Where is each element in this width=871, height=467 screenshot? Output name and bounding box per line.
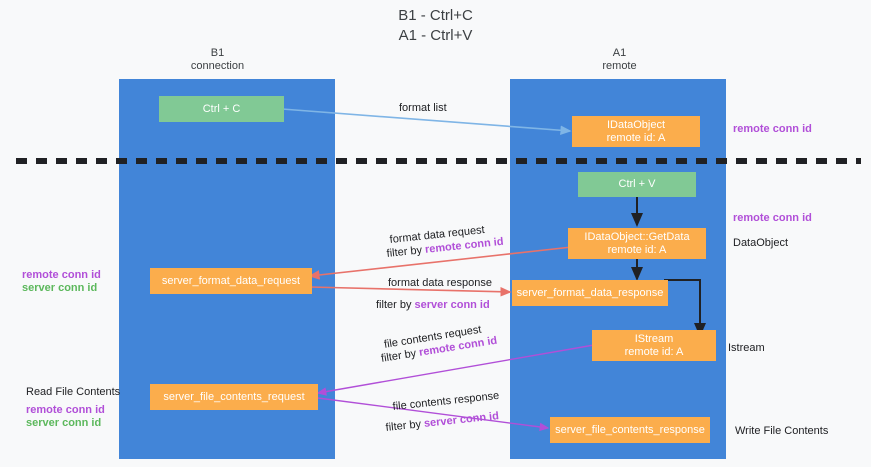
edge-label-format-list-text: format list [399,102,447,114]
edge-label-format-list: format list [399,101,447,115]
lane-a1-subtitle: remote [602,60,637,72]
title-line-1: B1 - Ctrl+C [398,7,473,24]
lane-b1-title: B1 [210,47,225,59]
node-server-file-contents-request[interactable]: server_file_contents_request [150,384,318,410]
legend-remote-conn-id-1-text: remote conn id [22,269,101,281]
lane-header-b1: B1 connection [150,47,285,73]
legend-remote-conn-id-2: remote conn id [26,403,105,417]
lane-b1-subtitle: connection [190,60,245,72]
annotation-dataobject-text: DataObject [733,237,789,249]
legend-server-conn-id-2: server conn id [26,416,101,430]
edge-label-file-resp-text: file contents response [392,389,500,413]
node-server-file-contents-response[interactable]: server_file_contents_response [550,417,710,443]
edge-label-format-data-response-filter: filter by server conn id [376,298,490,312]
page-title: B1 - Ctrl+C A1 - Ctrl+V [0,6,871,46]
node-file-resp-label: server_file_contents_response [555,423,705,436]
legend-remote-conn-id-2-text: remote conn id [26,404,105,416]
legend-server-conn-id-1-text: server conn id [22,282,98,294]
node-istream-remoteid: remote id: A [624,345,684,358]
node-idataobject[interactable]: IDataObject remote id: A [572,116,700,147]
node-getdata-remoteid: remote id: A [607,243,667,256]
node-getdata-label: IDataObject::GetData [584,230,690,243]
edge-label-format-data-response: format data response [388,276,492,290]
filter-prefix: filter by [385,417,425,434]
lane-a1-title: A1 [612,47,627,59]
filter-prefix: filter by [376,299,415,311]
node-istream-label: IStream [634,332,674,345]
node-ctrl-c-label: Ctrl + C [202,102,241,115]
node-idataobject-label: IDataObject [606,118,666,131]
node-ctrl-v-label: Ctrl + V [618,178,656,190]
annotation-remote-conn-id-mid-text: remote conn id [733,212,812,224]
node-idataobject-getdata[interactable]: IDataObject::GetData remote id: A [568,228,706,259]
lane-header-a1: A1 remote [552,47,687,73]
filter-key-server-conn-id: server conn id [414,299,490,311]
node-ctrl-v[interactable]: Ctrl + V [578,172,696,197]
node-server-format-data-response[interactable]: server_format_data_response [512,280,668,306]
node-file-req-label: server_file_contents_request [163,390,305,403]
node-fmt-resp-label: server_format_data_response [516,286,664,299]
legend-server-conn-id-2-text: server conn id [26,417,102,429]
annotation-remote-conn-id-mid: remote conn id [733,211,812,225]
edge-label-fmt-resp-text: format data response [388,277,492,289]
annotation-istream-text: Istream [728,342,765,354]
node-server-format-data-request[interactable]: server_format_data_request [150,268,312,294]
legend-server-conn-id-1: server conn id [22,281,97,295]
legend-remote-conn-id-1: remote conn id [22,268,101,282]
annotation-read-file-contents-text: Read File Contents [26,386,121,398]
annotation-read-file-contents: Read File Contents [26,385,120,399]
node-idataobject-remoteid: remote id: A [606,131,666,144]
title-line-2: A1 - Ctrl+V [398,27,473,44]
filter-prefix: filter by [386,243,426,260]
annotation-write-file-contents: Write File Contents [735,424,828,438]
node-istream[interactable]: IStream remote id: A [592,330,716,361]
node-ctrl-c[interactable]: Ctrl + C [159,96,284,122]
annotation-write-file-contents-text: Write File Contents [735,425,829,437]
annotation-remote-conn-id-top-text: remote conn id [733,123,812,135]
annotation-istream: Istream [728,341,765,355]
annotation-dataobject: DataObject [733,236,788,250]
node-fmt-req-label: server_format_data_request [161,274,301,287]
annotation-remote-conn-id-top: remote conn id [733,122,812,136]
filter-key-server-conn-id: server conn id [423,410,500,430]
